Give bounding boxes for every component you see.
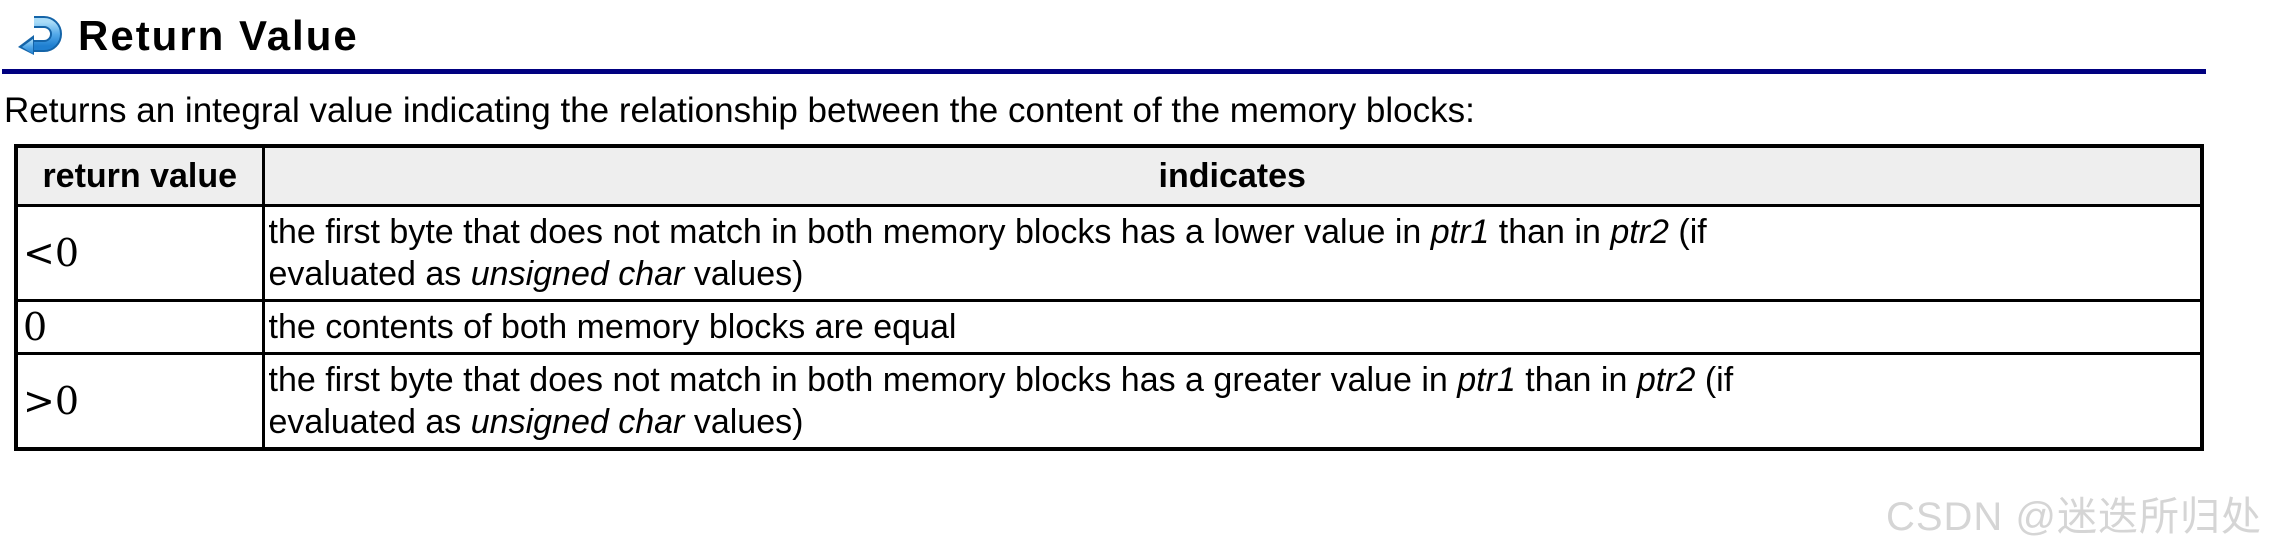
text-segment-italic: ptr1 [1430, 213, 1490, 251]
intro-text: Returns an integral value indicating the… [4, 91, 1475, 130]
column-header-return-value: return value [14, 144, 265, 207]
return-value-cell: 0 [14, 299, 265, 355]
indicates-cell: the first byte that does not match in bo… [261, 204, 2204, 302]
return-value-cell: >0 [14, 352, 265, 451]
table-row-zero: 0 the contents of both memory blocks are… [14, 299, 2204, 355]
heading-rule-divider [2, 69, 2206, 74]
table-header-row: return value indicates [14, 144, 2204, 207]
indicates-cell: the first byte that does not match in bo… [261, 352, 2204, 451]
page-title: Return Value [78, 12, 359, 59]
text-segment: values) [684, 403, 804, 441]
text-segment-italic: unsigned char [470, 255, 685, 293]
return-value-cell: <0 [14, 204, 265, 302]
text-segment-italic: unsigned char [470, 403, 685, 441]
text-segment: evaluated as [268, 255, 471, 293]
text-segment: than in [1515, 361, 1637, 399]
table-row-less-than-zero: <0 the first byte that does not match in… [14, 204, 2204, 302]
text-segment: than in [1489, 213, 1611, 251]
column-header-indicates: indicates [261, 144, 2204, 207]
table-row-greater-than-zero: >0 the first byte that does not match in… [14, 352, 2204, 451]
text-segment: the first byte that does not match in bo… [268, 361, 1458, 399]
return-arrow-icon [16, 13, 64, 60]
csdn-watermark: CSDN @迷迭所归处 [1885, 495, 2262, 539]
return-value-table: return value indicates <0 the first byte… [14, 144, 2204, 451]
section-heading: Return Value [16, 12, 2270, 60]
text-segment: (if [1668, 213, 1707, 251]
text-segment: values) [684, 255, 804, 293]
text-segment-italic: ptr2 [1636, 361, 1696, 399]
text-segment: the first byte that does not match in bo… [268, 213, 1431, 251]
text-segment: the contents of both memory blocks are e… [268, 308, 957, 346]
text-segment-italic: ptr1 [1457, 361, 1516, 399]
text-segment: evaluated as [268, 403, 471, 441]
text-segment-italic: ptr2 [1610, 213, 1669, 251]
indicates-cell: the contents of both memory blocks are e… [261, 299, 2204, 355]
text-segment: (if [1695, 361, 1734, 399]
